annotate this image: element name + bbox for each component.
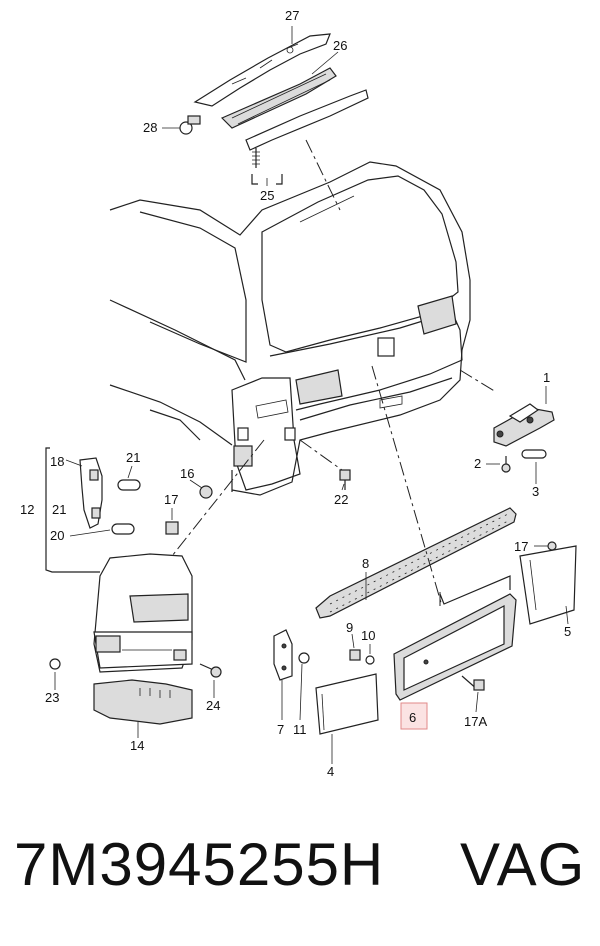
part-7-bracket <box>273 629 293 681</box>
part-2-screw <box>501 456 511 473</box>
label-3: 3 <box>532 484 539 499</box>
label-11: 11 <box>293 722 307 737</box>
part-24-screw <box>199 663 222 678</box>
label-12: 12 <box>20 502 34 517</box>
label-25: 25 <box>260 188 274 203</box>
label-28: 28 <box>143 120 157 135</box>
label-17-right: 17 <box>514 539 528 554</box>
label-4: 4 <box>327 764 334 779</box>
part-28-bulb-holder <box>179 115 201 135</box>
label-16: 16 <box>180 466 194 481</box>
part-17A-screw <box>461 675 485 691</box>
part-12-bracket <box>45 447 100 573</box>
part-8-seal <box>315 507 517 619</box>
label-23: 23 <box>45 690 59 705</box>
label-9: 9 <box>346 620 353 635</box>
part-21-bulbs <box>111 479 141 535</box>
label-1: 1 <box>543 370 550 385</box>
label-17A: 17A <box>464 714 487 729</box>
part-22-clip <box>339 469 351 490</box>
part-17-nut <box>165 521 179 535</box>
part-9-nut <box>349 649 361 661</box>
label-27: 27 <box>285 8 299 23</box>
part-18-bulb-carrier <box>79 457 103 529</box>
part-5-trim <box>519 541 577 625</box>
part-27-bracket <box>193 33 331 107</box>
left-tail-light <box>93 553 193 673</box>
part-3-bulb <box>521 449 547 459</box>
vehicle-rear-body <box>109 161 471 496</box>
label-5: 5 <box>564 624 571 639</box>
label-24: 24 <box>206 698 220 713</box>
footer: 7M3945255H VAG <box>0 820 600 920</box>
part-26-brake-light <box>220 67 369 151</box>
assembly-lines <box>171 139 497 607</box>
label-21-mid: 21 <box>52 502 66 517</box>
part-11-bulb <box>298 652 310 664</box>
label-26: 26 <box>333 38 347 53</box>
label-17-left: 17 <box>164 492 178 507</box>
part-16-clip <box>199 485 213 499</box>
leader-lines <box>54 26 569 764</box>
part-10-washer <box>365 655 375 665</box>
label-8: 8 <box>362 556 369 571</box>
callout-labels: 27 26 28 25 1 2 3 18 21 12 21 20 16 17 2… <box>20 8 571 779</box>
label-6: 6 <box>409 710 416 725</box>
label-18: 18 <box>50 454 64 469</box>
label-2: 2 <box>474 456 481 471</box>
part-1-latch <box>493 403 555 447</box>
part-number: 7M3945255H <box>14 831 385 898</box>
brand-name: VAG <box>460 831 586 898</box>
highlight-box-6 <box>400 702 428 730</box>
label-20: 20 <box>50 528 64 543</box>
part-14-lens <box>93 679 193 725</box>
label-7: 7 <box>277 722 284 737</box>
part-23-clip <box>49 658 61 670</box>
label-21-top: 21 <box>126 450 140 465</box>
part-25-screws <box>251 148 283 185</box>
label-10: 10 <box>361 628 375 643</box>
label-14: 14 <box>130 738 144 753</box>
label-22: 22 <box>334 492 348 507</box>
part-6-plate-frame <box>393 575 517 701</box>
part-4-trim-cover <box>315 673 379 735</box>
